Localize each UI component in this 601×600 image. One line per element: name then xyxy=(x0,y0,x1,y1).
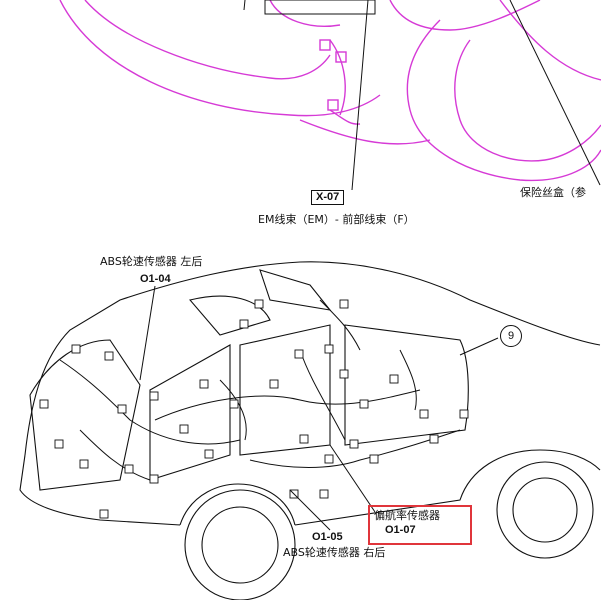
abs-left-rear-label: ABS轮速传感器 左后 xyxy=(100,255,203,268)
fuse-box-label: 保险丝盒（参 xyxy=(520,186,586,199)
connector-code-x07: X-07 xyxy=(311,190,345,205)
yaw-rate-sensor-code: O1-07 xyxy=(385,524,416,536)
callout-number-badge: 9 xyxy=(500,325,522,347)
abs-right-rear-code: O1-05 xyxy=(312,531,343,543)
highlight-frame xyxy=(368,505,472,545)
harness-caption: EM线束（EM）- 前部线束（F） xyxy=(258,213,415,226)
yaw-rate-sensor-label: 偏航率传感器 xyxy=(374,509,440,522)
abs-right-rear-label: ABS轮速传感器 右后 xyxy=(283,546,386,559)
abs-left-rear-code: O1-04 xyxy=(140,273,171,285)
